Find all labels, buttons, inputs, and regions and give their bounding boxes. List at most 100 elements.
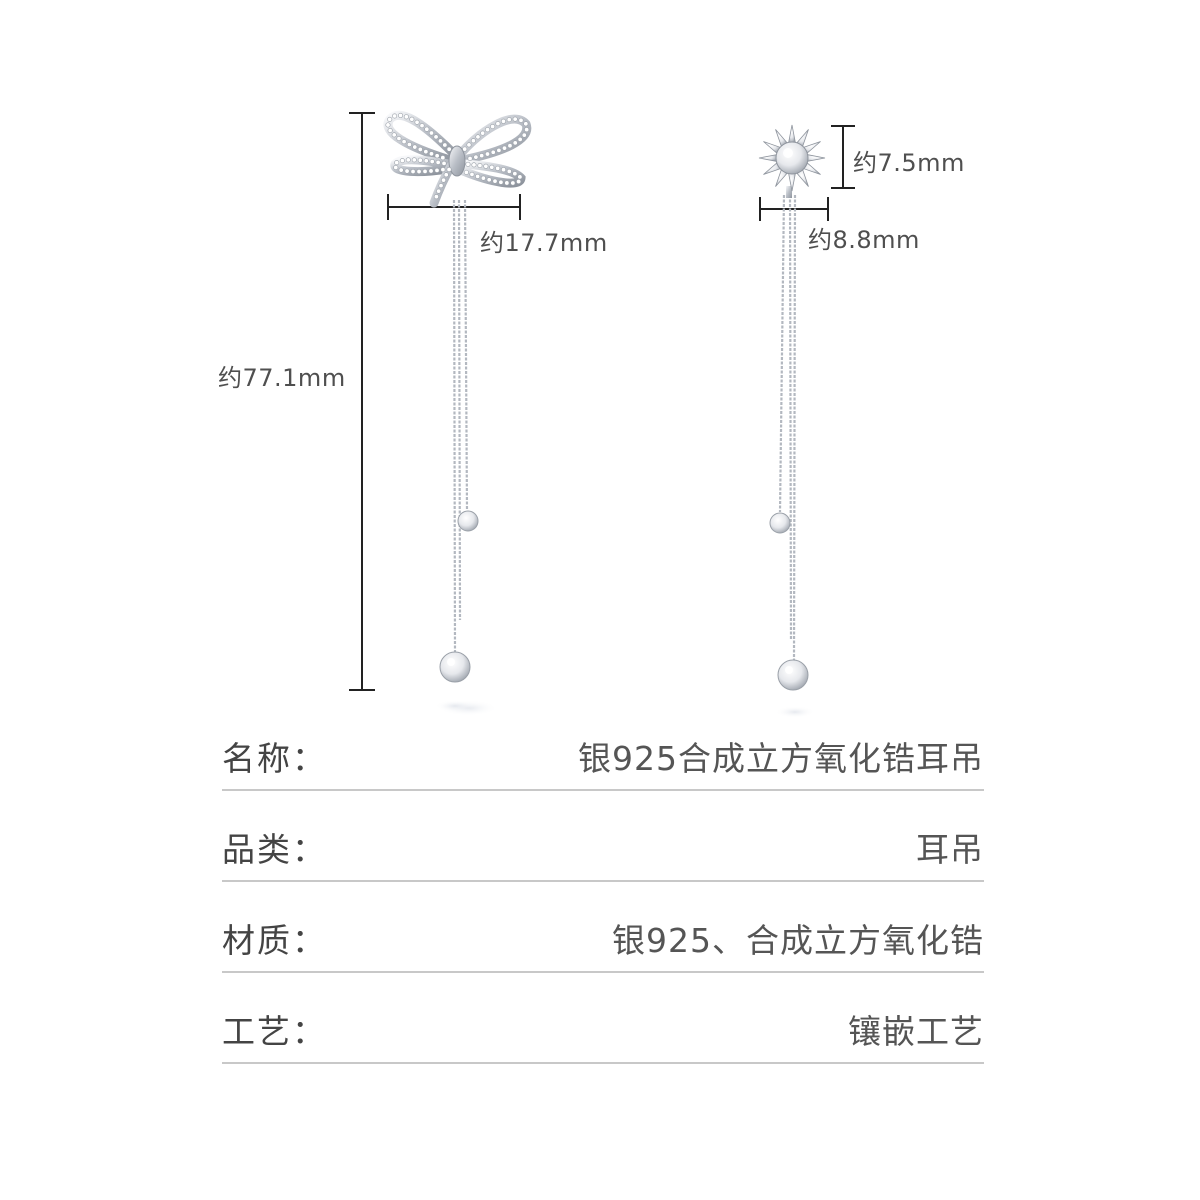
small-stone [457, 510, 479, 532]
flower-chains [778, 194, 797, 661]
spec-label: 工艺： [222, 1012, 327, 1051]
pave-stone [399, 158, 405, 164]
pave-stone [517, 174, 523, 180]
total-length-label: 约77.1mm [218, 364, 346, 392]
bow-chains [452, 199, 469, 653]
pave-stone [403, 114, 409, 120]
pave-stone [440, 167, 446, 173]
pave-stone [424, 126, 430, 132]
pave-stone [480, 130, 486, 136]
pave-stone [406, 141, 412, 147]
pave-stone [506, 168, 512, 174]
dimension-lines [349, 112, 855, 691]
pave-stone [417, 146, 423, 152]
flower-height-label: 约7.5mm [853, 149, 965, 177]
pave-stone [419, 123, 425, 129]
pave-stone [437, 138, 443, 144]
pave-stone [466, 142, 472, 148]
spec-value: 耳吊 [916, 830, 984, 869]
pave-stone [462, 146, 468, 152]
pave-stone [428, 151, 434, 157]
pave-stone [411, 157, 417, 163]
pave-stone [495, 165, 501, 171]
pave-stone [391, 132, 397, 138]
pave-stone [485, 127, 491, 133]
pave-stone [414, 119, 420, 125]
spec-label: 名称： [222, 739, 327, 778]
pave-stone [516, 179, 522, 185]
pave-stone [417, 157, 423, 163]
product-illustration [349, 110, 855, 718]
spec-value: 银925合成立方氧化锆耳吊 [578, 739, 984, 778]
pave-stone [512, 140, 518, 146]
pave-stone [492, 178, 498, 184]
pave-stone [471, 162, 477, 168]
spec-label: 材质： [222, 921, 327, 960]
pave-stone [486, 177, 492, 183]
pave-stone [480, 175, 486, 181]
flower-petal [788, 124, 796, 143]
spec-label: 品类： [222, 830, 327, 869]
pave-stone [443, 172, 449, 178]
pave-stone [475, 134, 481, 140]
pave-stone [387, 116, 393, 122]
pave-stone [498, 179, 504, 185]
bow-knot [448, 145, 466, 177]
pave-stone [416, 169, 422, 175]
pave-stone [484, 151, 490, 157]
pave-stone [483, 163, 489, 169]
pave-stone [438, 183, 444, 189]
pave-stone [475, 173, 481, 179]
pave-stone [490, 124, 496, 130]
pave-stone [518, 117, 524, 123]
pave-stone [477, 163, 483, 169]
flower-earring-icon [758, 124, 826, 718]
pave-stone [463, 169, 469, 175]
pave-stone [428, 130, 434, 136]
bow-width-label: 约17.7mm [480, 229, 608, 257]
large-stone [777, 659, 809, 691]
pave-stone [394, 160, 400, 166]
pave-stone [506, 117, 512, 123]
small-stone [769, 512, 791, 534]
pave-stone [507, 143, 513, 149]
pave-stone [490, 149, 496, 155]
pave-stone [387, 127, 393, 133]
pave-stone [433, 194, 439, 200]
pave-stone [429, 159, 435, 165]
pave-stone [393, 165, 399, 171]
pave-stone [489, 164, 495, 170]
flower-height-dimension-line [831, 125, 855, 189]
pave-stone [412, 144, 418, 150]
pave-stone [500, 118, 506, 124]
pave-stone [473, 154, 479, 160]
flower-center-stone [775, 141, 809, 175]
pave-stone [423, 158, 429, 164]
spec-row-name: 名称： 银925合成立方氧化锆耳吊 [222, 729, 984, 791]
pave-stone [435, 159, 441, 165]
pave-stone [404, 168, 410, 174]
pave-stone [465, 161, 471, 167]
flower-width-label: 约8.8mm [808, 226, 920, 254]
pave-stone [504, 180, 510, 186]
pave-stone [409, 116, 415, 122]
pave-stone [446, 166, 452, 172]
pave-stone [441, 160, 447, 166]
spec-value: 镶嵌工艺 [848, 1012, 984, 1051]
pave-stone [433, 134, 439, 140]
pave-stone [434, 153, 440, 159]
pave-stone [517, 136, 523, 142]
pave-stone [410, 168, 416, 174]
flower-petal [807, 154, 826, 162]
pave-stone [523, 121, 529, 127]
pave-stone [385, 122, 391, 128]
pave-stone [521, 132, 527, 138]
total-length-dimension-line [349, 112, 375, 691]
pave-stone [470, 138, 476, 144]
pave-stone [512, 116, 518, 122]
pave-stone [495, 121, 501, 127]
pave-stone [396, 135, 402, 141]
spec-row-category: 品类： 耳吊 [222, 820, 984, 882]
pave-stone [392, 113, 398, 119]
spec-row-craft: 工艺： 镶嵌工艺 [222, 1002, 984, 1064]
